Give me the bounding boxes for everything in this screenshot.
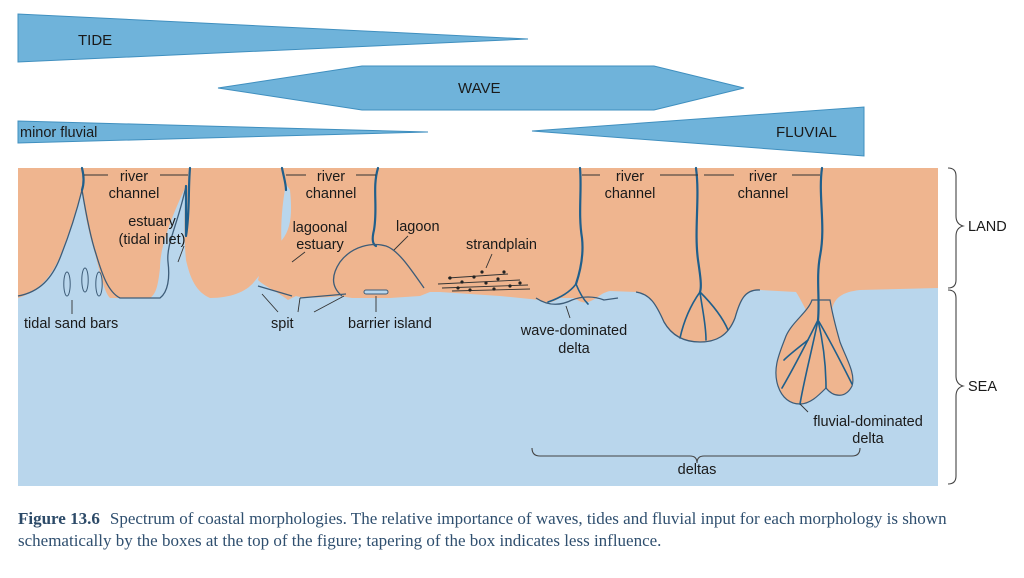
fluvial-delta-distributary-4 [817,319,853,385]
lagoon-feature [257,166,425,299]
lagoon-coastline [332,243,425,297]
fluvial-dominated-delta-label-line-1: fluvial-dominated [813,414,923,430]
strandplain-ridge-2 [441,284,529,289]
lagoonal-estuary-river-east [371,166,380,248]
tide-influence-box [17,13,529,63]
lagoonal-estuary-river-west [280,166,288,192]
fluvial-delta-lobe [775,299,854,405]
tidal-sand-bar-1 [63,271,71,297]
fluvial-dominated-delta-label-line-2: delta [852,431,884,447]
strandplain-label: strandplain [466,237,537,253]
land-area [18,168,938,342]
river-channel-label-3-line-2: channel [605,186,656,202]
strandplain-ridge-4 [451,288,531,292]
estuary-label-line-2: (tidal inlet) [119,232,186,248]
river-channel-label-4-line-1: river [749,169,777,185]
intermediate-delta-main-channel [694,166,702,294]
cross-section [18,168,938,486]
strandplain-feature [437,270,531,292]
minor-fluvial-label: minor fluvial [20,125,97,141]
tidal-sand-bar-3 [95,271,103,297]
intermediate-delta-feature [635,166,761,343]
figure-label: Figure 13.6 [18,509,100,528]
wave-dominated-delta-label-line-1: wave-dominated [520,323,627,339]
fluvial-delta-distributary-1 [781,319,819,389]
river-channel-label-1-line-2: channel [109,186,160,202]
river-channel-label-4-line-2: channel [738,186,789,202]
wave-delta-main-channel [574,166,584,286]
wave-label: WAVE [458,80,501,97]
barrier-island-label: barrier island [348,316,432,332]
strandplain-ridge-3 [447,273,509,279]
strandplain-ridge-1 [437,279,521,285]
land-label: LAND [968,219,1007,235]
spit-west [257,285,293,297]
estuary-feature [17,166,192,299]
deltas-label: deltas [678,462,717,478]
sea-label: SEA [968,379,997,395]
land-brace [947,167,965,289]
tide-label: TIDE [78,32,112,49]
fluvial-delta-distributary-5 [783,339,809,361]
fluvial-delta-main-channel [816,166,824,322]
tidal-sand-bar-2 [81,267,89,293]
barrier-island [363,289,389,295]
tidal-sand-bars-label: tidal sand bars [24,316,118,332]
caption-text: Spectrum of coastal morphologies. The re… [18,509,947,550]
estuary-label-line-1: estuary [128,214,176,230]
fluvial-delta-distributary-2 [799,319,819,405]
river-channel-label-2-line-1: river [317,169,345,185]
influence-bars: TIDE WAVE minor fluvial FLUVIAL [17,13,865,157]
river-channel-label-3-line-1: river [616,169,644,185]
lagoonal-estuary-label-line-1: lagoonal [293,220,348,236]
river-channel-label-2-line-2: channel [306,186,357,202]
leader-lines [71,174,820,413]
wave-influence-box [217,65,745,111]
river-channel-label-1-line-1: river [120,169,148,185]
sea-brace [947,289,965,485]
estuary-coastline [17,185,187,299]
wave-delta-distributary-2 [575,283,589,305]
intermediate-delta-coastline [635,289,761,343]
fluvial-dominated-delta-feature [775,166,854,405]
fluvial-delta-distributary-3 [817,319,827,389]
estuary-river-east [184,166,192,238]
intermediate-delta-distributary-1 [679,291,701,339]
strandplain-dots [448,270,522,292]
coastal-morphology-diagram: TIDE WAVE minor fluvial FLUVIAL [17,13,1007,486]
deltas-brace [531,447,861,464]
wave-delta-coastline [535,296,619,305]
wave-dominated-delta-feature [535,166,619,305]
estuary-river-west [80,166,85,192]
wave-dominated-delta-label-line-2: delta [558,341,590,357]
intermediate-delta-distributary-2 [699,291,707,341]
spit-east [299,293,347,299]
spit-label: spit [271,316,294,332]
lagoon-label: lagoon [396,219,440,235]
intermediate-delta-distributary-3 [699,291,729,331]
fluvial-label: FLUVIAL [776,124,837,141]
fluvial-influence-box [531,106,865,157]
braces: LAND SEA [531,167,1007,485]
wave-delta-distributary-1 [547,283,577,303]
minor-fluvial-influence-box [17,120,429,144]
feature-labels: river channel river channel river channe… [24,169,923,478]
lagoonal-estuary-label-line-2: estuary [296,237,344,253]
